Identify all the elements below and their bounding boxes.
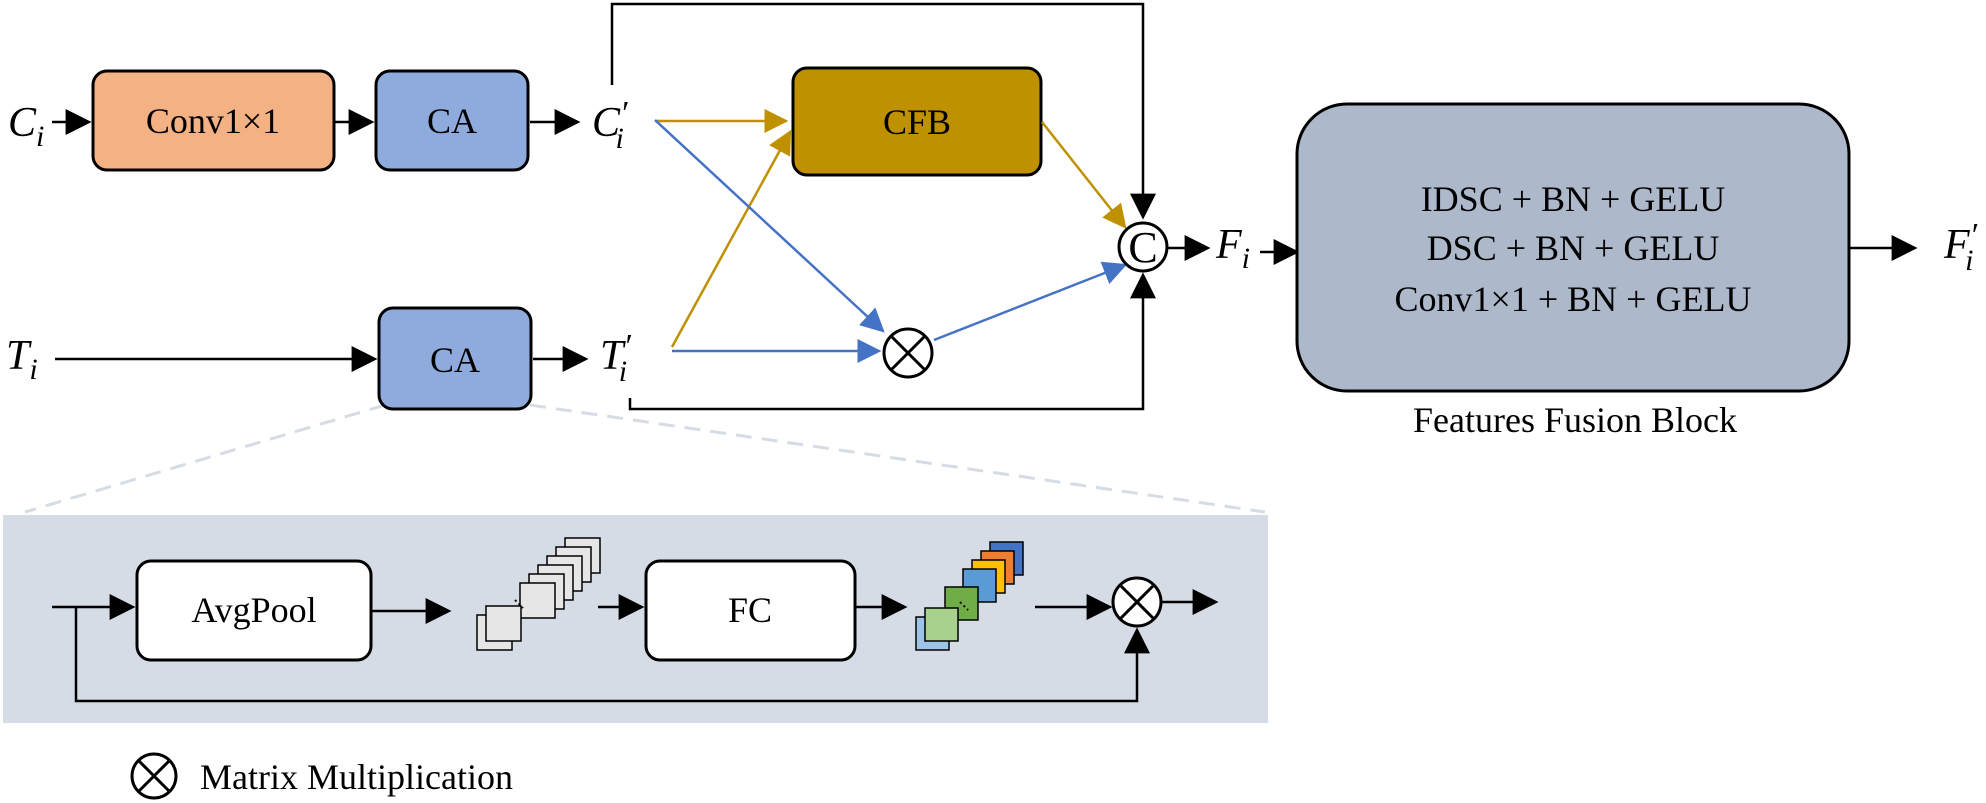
multiply-to-concat-arrow xyxy=(933,261,1128,342)
ffb-line-3: Conv1×1 + BN + GELU xyxy=(1395,279,1752,319)
conv1x1-label: Conv1×1 xyxy=(146,101,280,141)
ca-block-top xyxy=(374,69,530,172)
input-c: Ci xyxy=(8,100,44,153)
cfb-block xyxy=(791,66,1043,177)
conv1x1-block xyxy=(91,69,336,172)
cfb-to-concat-arrow xyxy=(1041,121,1127,229)
ca-bottom-label: CA xyxy=(430,340,480,380)
input-t: Ti xyxy=(6,333,38,386)
otimes-icon xyxy=(130,752,178,800)
zoom-guide-left xyxy=(24,403,386,514)
features-fusion-block xyxy=(1295,102,1851,393)
concat-label: C xyxy=(1128,223,1157,272)
c-prime-to-multiply-arrow xyxy=(654,119,885,333)
t-prime-to-cfb-arrow xyxy=(670,129,792,348)
legend-label: Matrix Multiplication xyxy=(200,757,513,797)
zoom-guide-right xyxy=(529,403,1266,514)
detail-multiply-node xyxy=(1111,576,1163,628)
pooled-feature-stack xyxy=(476,537,601,651)
ffb-line-2: DSC + BN + GELU xyxy=(1427,228,1720,268)
f-label: Fi xyxy=(1215,222,1250,275)
detail-skip-connection xyxy=(74,607,1150,703)
concat-node: C xyxy=(1117,221,1169,273)
ca-block-bottom xyxy=(377,306,533,411)
c-prime-label: C′i xyxy=(592,95,628,155)
weighted-feature-stack xyxy=(915,541,1024,651)
main-multiply-node xyxy=(882,327,934,379)
fc-block xyxy=(644,559,857,662)
t-prime-label: T′i xyxy=(600,328,631,388)
avgpool-label: AvgPool xyxy=(191,590,316,630)
fc-label: FC xyxy=(728,590,772,630)
ffb-line-1: IDSC + BN + GELU xyxy=(1421,179,1726,219)
c-prime-bypass-connection xyxy=(610,2,1156,220)
ffb-caption: Features Fusion Block xyxy=(1413,400,1737,440)
t-prime-bypass-connection xyxy=(628,272,1156,411)
cfb-label: CFB xyxy=(883,102,951,142)
ca-top-label: CA xyxy=(427,101,477,141)
avgpool-block xyxy=(135,559,373,662)
f-prime-label: F′i xyxy=(1943,217,1978,277)
